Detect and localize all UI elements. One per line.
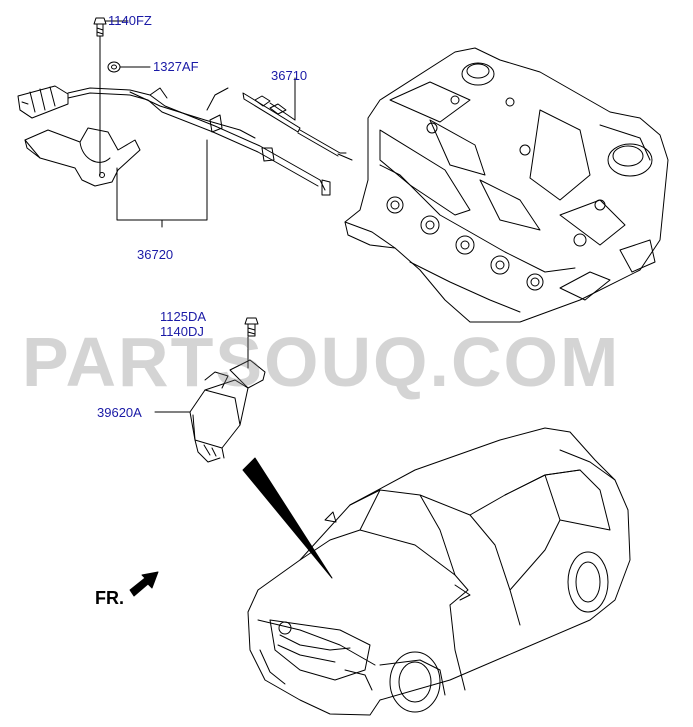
part-label-1327af[interactable]: 1327AF xyxy=(153,59,199,74)
glow-plug-harness xyxy=(67,87,331,196)
bolt-1140fz xyxy=(93,17,107,37)
cylinder-head-engine xyxy=(344,47,669,323)
nut-1327af xyxy=(107,61,121,73)
suv-vehicle xyxy=(247,427,631,716)
part-label-1140fz[interactable]: 1140FZ xyxy=(108,13,152,28)
harness-bracket xyxy=(24,127,141,187)
part-label-36710[interactable]: 36710 xyxy=(271,68,308,83)
bolt-1140dj xyxy=(244,317,259,337)
location-pointer xyxy=(242,457,333,579)
glow-plug xyxy=(242,92,353,161)
part-label-1125da[interactable]: 1125DA xyxy=(160,309,207,324)
front-direction-arrow xyxy=(129,571,159,597)
front-direction-label: FR. xyxy=(95,588,124,608)
part-label-36720[interactable]: 36720 xyxy=(137,247,174,262)
wiring-harness-connector xyxy=(17,85,69,119)
part-label-1140dj[interactable]: 1140DJ xyxy=(160,324,204,339)
part-label-39620a[interactable]: 39620A xyxy=(97,405,142,420)
glow-control-relay xyxy=(189,359,266,463)
leader-lines xyxy=(99,20,296,413)
